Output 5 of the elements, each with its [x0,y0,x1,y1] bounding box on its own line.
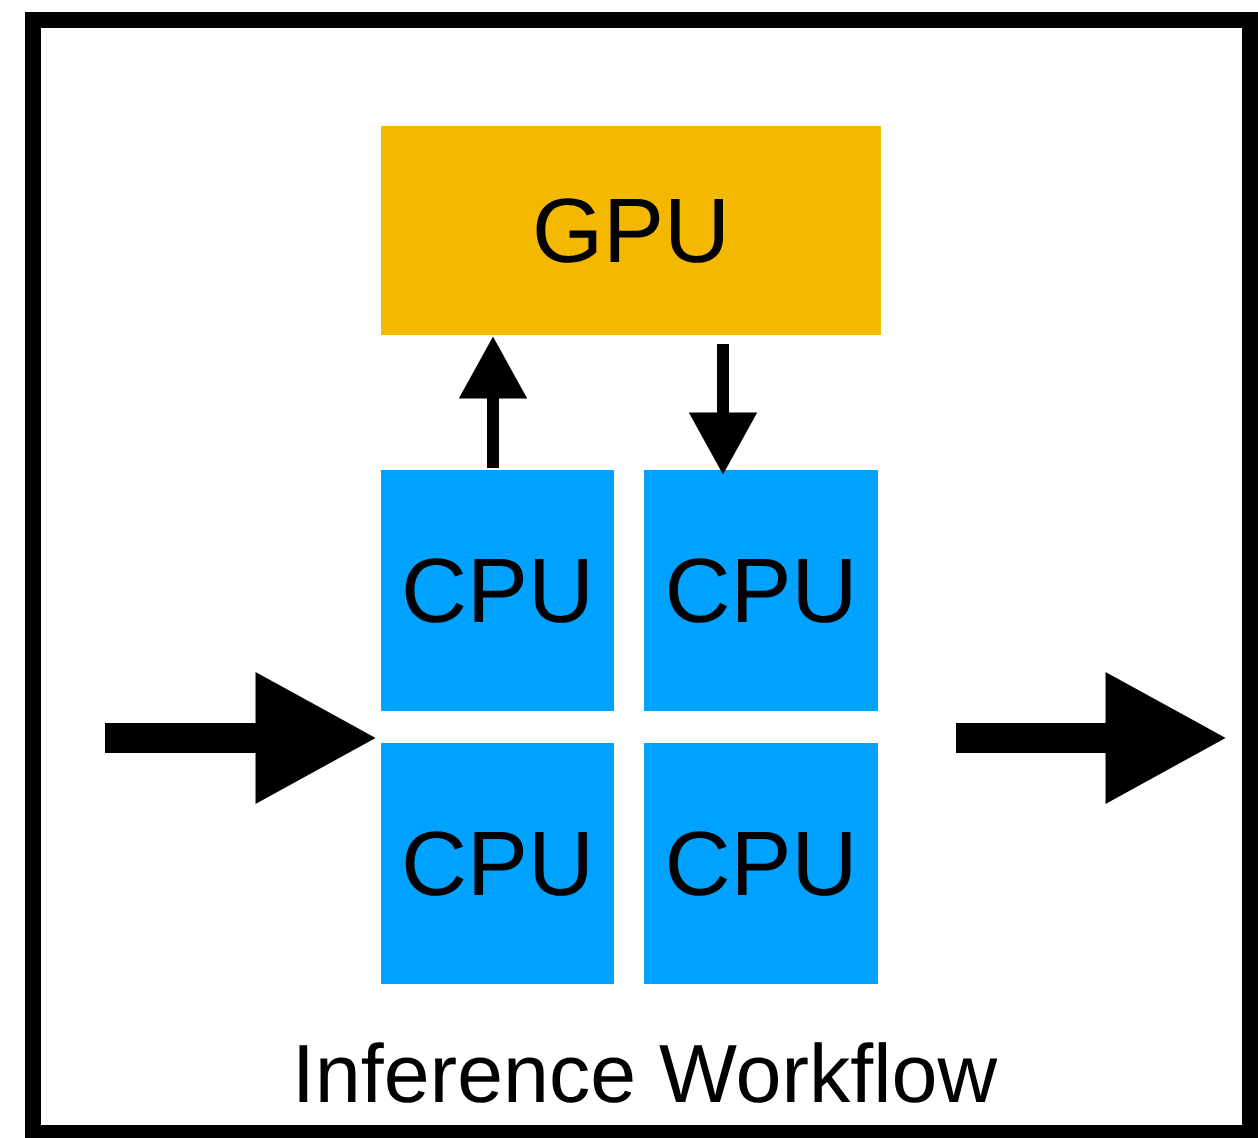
gpu-box: GPU [381,126,881,335]
cpu-box: CPU [644,470,878,711]
cpu-box: CPU [381,470,614,711]
cpu-box: CPU [381,743,614,984]
cpu-box: CPU [644,743,878,984]
